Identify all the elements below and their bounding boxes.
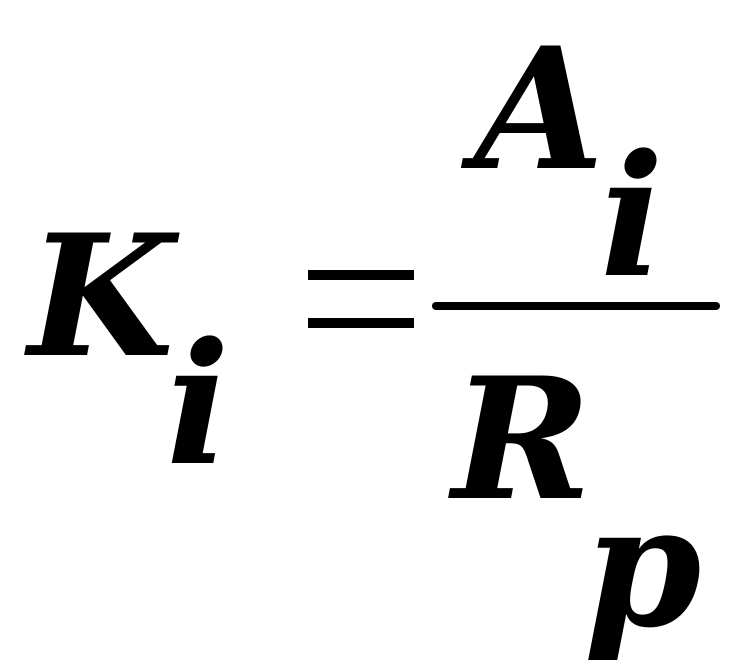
fraction-line xyxy=(432,302,720,310)
denominator-subscript-symbol: p xyxy=(584,467,702,665)
equals-sign xyxy=(308,270,414,328)
lhs-subscript-symbol: i xyxy=(166,305,230,503)
equals-bottom-bar xyxy=(308,318,414,328)
equals-top-bar xyxy=(308,270,414,280)
numerator-base-symbol: A xyxy=(474,10,605,208)
denominator-base-symbol: R xyxy=(452,340,592,538)
numerator-subscript-symbol: i xyxy=(600,117,664,315)
lhs-base-symbol: K xyxy=(28,197,175,395)
